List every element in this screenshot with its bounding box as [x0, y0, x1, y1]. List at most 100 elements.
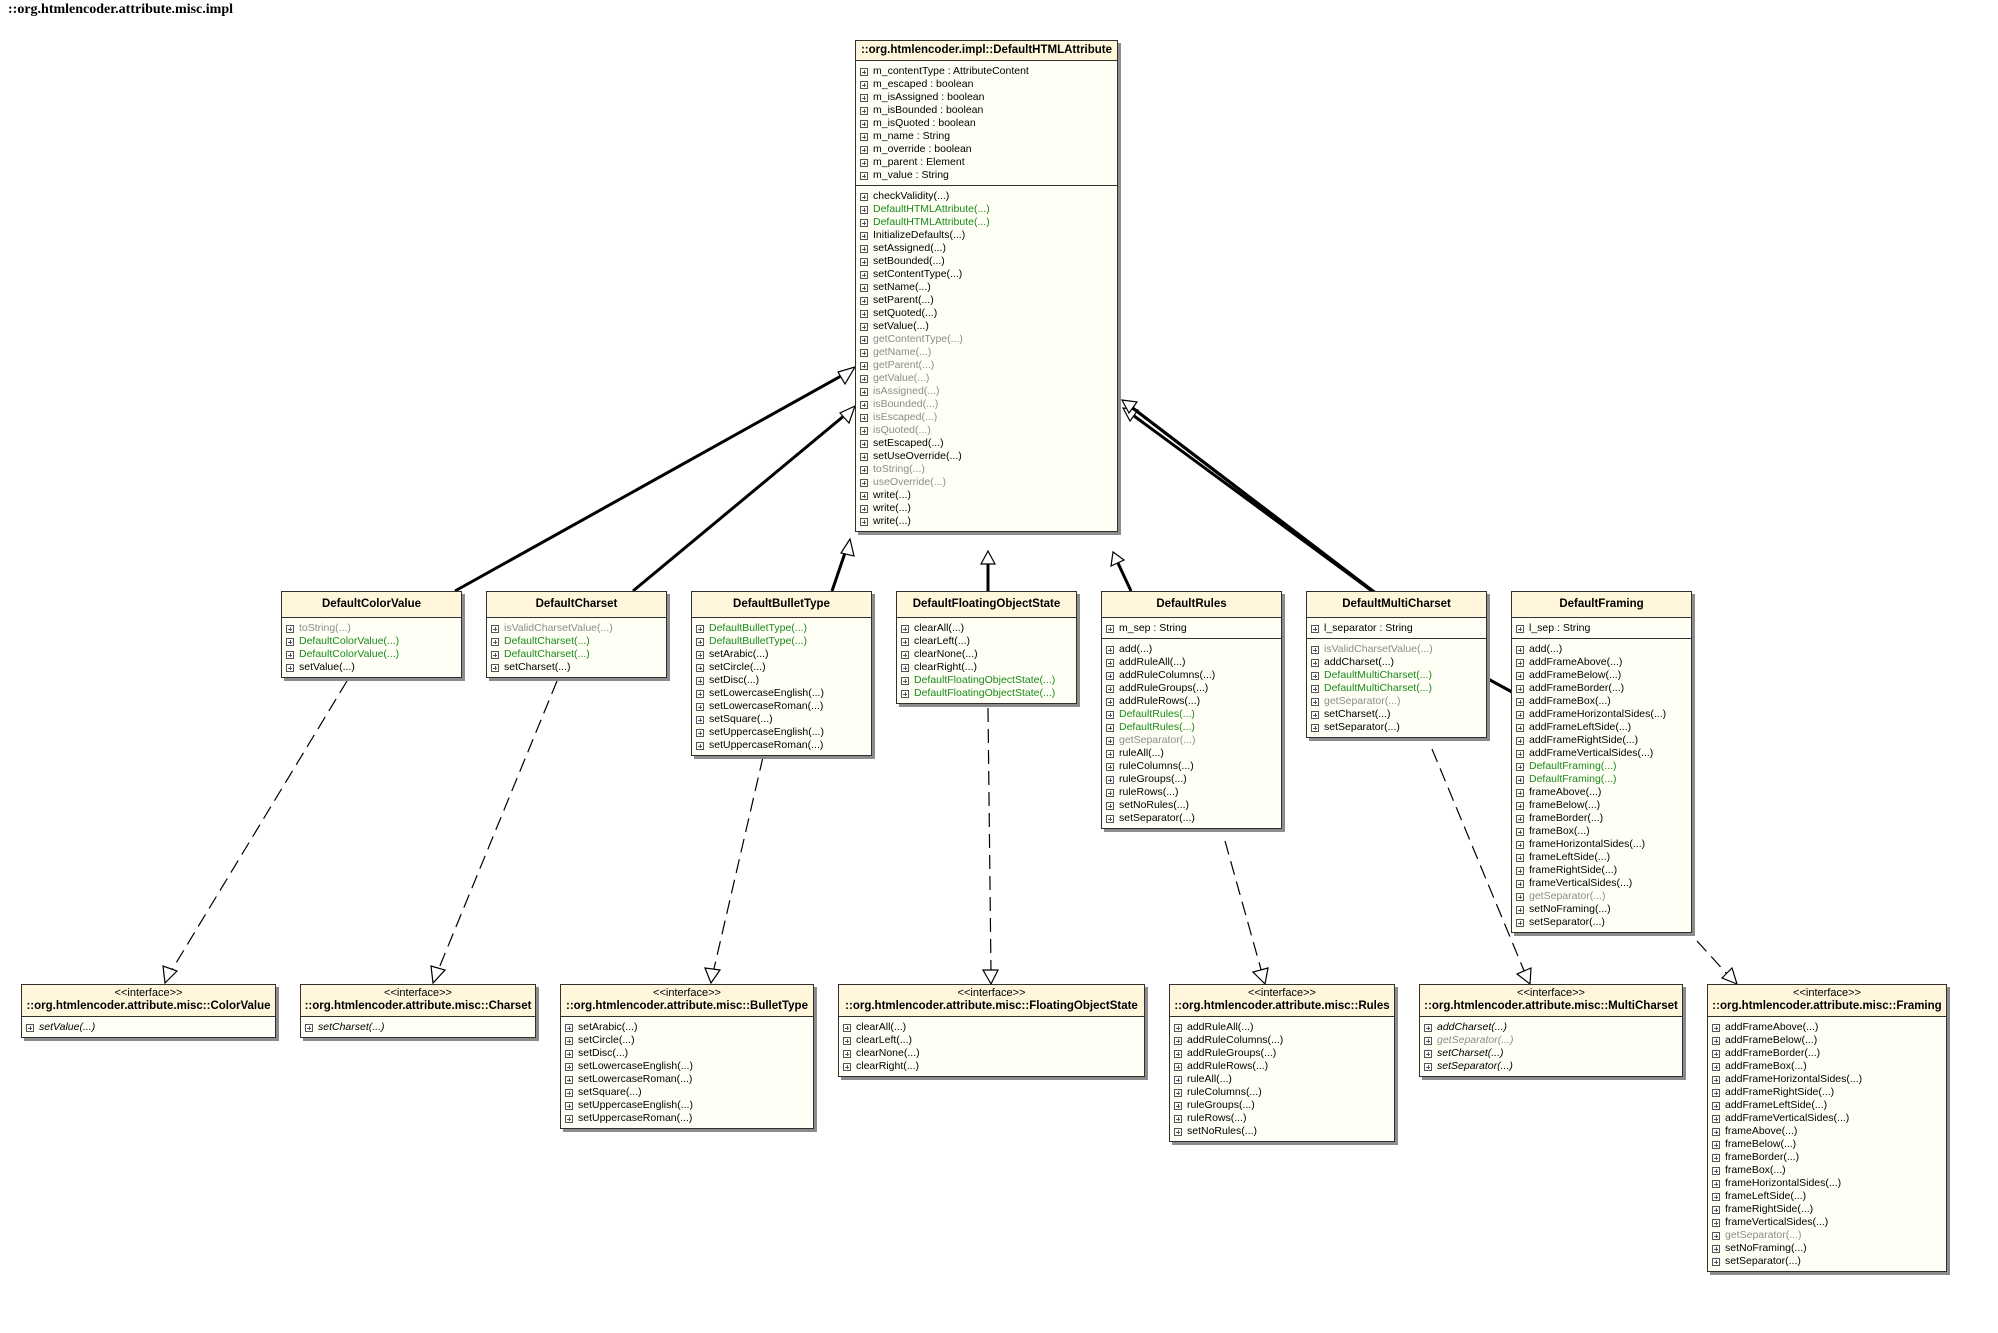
- member-row[interactable]: ruleRows(...): [1174, 1112, 1394, 1125]
- expand-toggle-icon[interactable]: [1712, 1153, 1720, 1162]
- expand-toggle-icon[interactable]: [1516, 671, 1524, 680]
- expand-toggle-icon[interactable]: [286, 637, 294, 646]
- expand-toggle-icon[interactable]: [1712, 1231, 1720, 1240]
- expand-toggle-icon[interactable]: [696, 663, 704, 672]
- expand-toggle-icon[interactable]: [1174, 1075, 1182, 1084]
- member-row[interactable]: InitializeDefaults(...): [860, 229, 1117, 242]
- member-row[interactable]: setSeparator(...): [1712, 1255, 1946, 1268]
- member-row[interactable]: DefaultRules(...): [1106, 721, 1281, 734]
- expand-toggle-icon[interactable]: [1516, 658, 1524, 667]
- expand-toggle-icon[interactable]: [491, 663, 499, 672]
- expand-toggle-icon[interactable]: [860, 517, 868, 526]
- member-row[interactable]: toString(...): [286, 622, 461, 635]
- expand-toggle-icon[interactable]: [1106, 762, 1114, 771]
- expand-toggle-icon[interactable]: [860, 465, 868, 474]
- member-row[interactable]: setLowercaseRoman(...): [565, 1073, 813, 1086]
- expand-toggle-icon[interactable]: [1516, 736, 1524, 745]
- member-row[interactable]: setValue(...): [26, 1021, 275, 1034]
- generalization-rules[interactable]: [1115, 560, 1133, 592]
- expand-toggle-icon[interactable]: [1516, 697, 1524, 706]
- expand-toggle-icon[interactable]: [901, 624, 909, 633]
- expand-toggle-icon[interactable]: [1712, 1127, 1720, 1136]
- expand-toggle-icon[interactable]: [901, 676, 909, 685]
- expand-toggle-icon[interactable]: [1106, 788, 1114, 797]
- member-row[interactable]: m_parent : Element: [860, 156, 1117, 169]
- member-row[interactable]: isValidCharsetValue(...): [1311, 643, 1486, 656]
- member-row[interactable]: addFrameLeftSide(...): [1712, 1099, 1946, 1112]
- member-row[interactable]: ruleColumns(...): [1106, 760, 1281, 773]
- member-row[interactable]: m_isBounded : boolean: [860, 104, 1117, 117]
- member-row[interactable]: DefaultCharset(...): [491, 648, 666, 661]
- member-row[interactable]: addRuleAll(...): [1174, 1021, 1394, 1034]
- member-row[interactable]: m_value : String: [860, 169, 1117, 182]
- member-row[interactable]: m_name : String: [860, 130, 1117, 143]
- expand-toggle-icon[interactable]: [286, 663, 294, 672]
- member-row[interactable]: l_separator : String: [1311, 622, 1486, 635]
- expand-toggle-icon[interactable]: [860, 387, 868, 396]
- member-row[interactable]: frameBorder(...): [1712, 1151, 1946, 1164]
- expand-toggle-icon[interactable]: [1311, 684, 1319, 693]
- member-row[interactable]: clearAll(...): [843, 1021, 1144, 1034]
- expand-toggle-icon[interactable]: [860, 132, 868, 141]
- class-default-framing[interactable]: DefaultFraming l_sep : String add(...)ad…: [1511, 591, 1692, 933]
- member-row[interactable]: setSeparator(...): [1424, 1060, 1682, 1073]
- expand-toggle-icon[interactable]: [901, 689, 909, 698]
- expand-toggle-icon[interactable]: [1516, 684, 1524, 693]
- expand-toggle-icon[interactable]: [860, 361, 868, 370]
- expand-toggle-icon[interactable]: [1516, 749, 1524, 758]
- member-row[interactable]: clearLeft(...): [901, 635, 1076, 648]
- member-row[interactable]: addFrameBox(...): [1712, 1060, 1946, 1073]
- member-row[interactable]: addFrameAbove(...): [1712, 1021, 1946, 1034]
- member-row[interactable]: add(...): [1516, 643, 1691, 656]
- expand-toggle-icon[interactable]: [1106, 697, 1114, 706]
- member-row[interactable]: clearNone(...): [843, 1047, 1144, 1060]
- member-row[interactable]: DefaultBulletType(...): [696, 635, 871, 648]
- member-row[interactable]: clearAll(...): [901, 622, 1076, 635]
- member-row[interactable]: setLowercaseEnglish(...): [565, 1060, 813, 1073]
- expand-toggle-icon[interactable]: [305, 1023, 313, 1032]
- member-row[interactable]: addRuleGroups(...): [1174, 1047, 1394, 1060]
- expand-toggle-icon[interactable]: [696, 624, 704, 633]
- interface-framing[interactable]: <<interface>>::org.htmlencoder.attribute…: [1707, 984, 1947, 1272]
- expand-toggle-icon[interactable]: [1516, 827, 1524, 836]
- expand-toggle-icon[interactable]: [565, 1114, 573, 1123]
- expand-toggle-icon[interactable]: [860, 270, 868, 279]
- member-row[interactable]: setDisc(...): [565, 1047, 813, 1060]
- class-default-floating-object-state[interactable]: DefaultFloatingObjectState clearAll(...)…: [896, 591, 1077, 704]
- member-row[interactable]: DefaultRules(...): [1106, 708, 1281, 721]
- member-row[interactable]: setValue(...): [286, 661, 461, 674]
- member-row[interactable]: getContentType(...): [860, 333, 1117, 346]
- expand-toggle-icon[interactable]: [860, 93, 868, 102]
- member-row[interactable]: clearNone(...): [901, 648, 1076, 661]
- expand-toggle-icon[interactable]: [1106, 671, 1114, 680]
- member-row[interactable]: ruleAll(...): [1106, 747, 1281, 760]
- expand-toggle-icon[interactable]: [565, 1101, 573, 1110]
- expand-toggle-icon[interactable]: [1311, 645, 1319, 654]
- member-row[interactable]: m_escaped : boolean: [860, 78, 1117, 91]
- expand-toggle-icon[interactable]: [1424, 1023, 1432, 1032]
- generalization-framing[interactable]: [1489, 678, 1513, 694]
- expand-toggle-icon[interactable]: [1712, 1114, 1720, 1123]
- member-row[interactable]: ruleGroups(...): [1174, 1099, 1394, 1112]
- member-row[interactable]: setUppercaseRoman(...): [696, 739, 871, 752]
- member-row[interactable]: m_isQuoted : boolean: [860, 117, 1117, 130]
- expand-toggle-icon[interactable]: [696, 741, 704, 750]
- member-row[interactable]: frameHorizontalSides(...): [1712, 1177, 1946, 1190]
- member-row[interactable]: isQuoted(...): [860, 424, 1117, 437]
- member-row[interactable]: addFrameVerticalSides(...): [1516, 747, 1691, 760]
- member-row[interactable]: setLowercaseEnglish(...): [696, 687, 871, 700]
- member-row[interactable]: setCharset(...): [1424, 1047, 1682, 1060]
- expand-toggle-icon[interactable]: [860, 309, 868, 318]
- generalization-charset[interactable]: [632, 408, 852, 593]
- expand-toggle-icon[interactable]: [1712, 1140, 1720, 1149]
- member-row[interactable]: write(...): [860, 502, 1117, 515]
- interface-multi-charset[interactable]: <<interface>>::org.htmlencoder.attribute…: [1419, 984, 1683, 1077]
- expand-toggle-icon[interactable]: [1712, 1075, 1720, 1084]
- expand-toggle-icon[interactable]: [1174, 1049, 1182, 1058]
- member-row[interactable]: addRuleGroups(...): [1106, 682, 1281, 695]
- member-row[interactable]: setSeparator(...): [1516, 916, 1691, 929]
- expand-toggle-icon[interactable]: [1516, 814, 1524, 823]
- expand-toggle-icon[interactable]: [26, 1023, 34, 1032]
- expand-toggle-icon[interactable]: [491, 624, 499, 633]
- member-row[interactable]: addRuleColumns(...): [1106, 669, 1281, 682]
